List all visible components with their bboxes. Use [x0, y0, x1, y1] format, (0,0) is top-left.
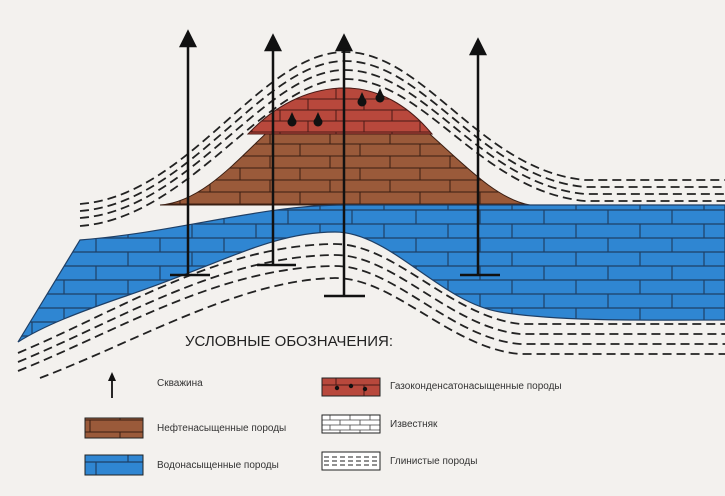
- gas-condensate-layer: [246, 87, 434, 135]
- legend-clay-label: Глинистые породы: [390, 456, 477, 467]
- water-layer: [17, 204, 725, 343]
- legend-gas: Газоконденсатонасыщенные породы: [321, 377, 562, 397]
- legend: УСЛОВНЫЕ ОБОЗНАЧЕНИЯ: Скважина Газоконде…: [84, 333, 562, 476]
- oil-drop-icon: [375, 88, 385, 103]
- oil-drops: [287, 88, 385, 127]
- legend-well: Скважина: [108, 372, 203, 398]
- legend-well-label: Скважина: [157, 378, 203, 389]
- clay-layers-lower: [17, 243, 725, 379]
- well-3: [324, 33, 365, 298]
- legend-gas-label: Газоконденсатонасыщенные породы: [390, 381, 562, 392]
- well-1: [170, 29, 210, 277]
- legend-oil-label: Нефтенасыщенные породы: [157, 422, 286, 434]
- legend-title: УСЛОВНЫЕ ОБОЗНАЧЕНИЯ:: [185, 333, 393, 350]
- well-2: [257, 33, 296, 267]
- well-4: [460, 37, 500, 277]
- legend-limestone-swatch: [321, 414, 381, 434]
- oil-drop-icon: [357, 92, 367, 107]
- legend-limestone-label: Известняк: [390, 419, 438, 430]
- legend-water-label: Водонасыщенные породы: [157, 460, 279, 471]
- arrow-up-icon: [108, 372, 116, 398]
- oil-drop-icon: [313, 112, 323, 127]
- legend-water: Водонасыщенные породы: [84, 454, 279, 476]
- legend-limestone: Известняк: [321, 414, 438, 434]
- legend-clay: Глинистые породы: [321, 451, 477, 471]
- legend-oil-swatch: [84, 417, 144, 439]
- wells: [170, 29, 500, 298]
- legend-oil: Нефтенасыщенные породы: [84, 417, 286, 439]
- legend-water-swatch: [84, 454, 144, 476]
- oil-drop-icon: [287, 112, 297, 127]
